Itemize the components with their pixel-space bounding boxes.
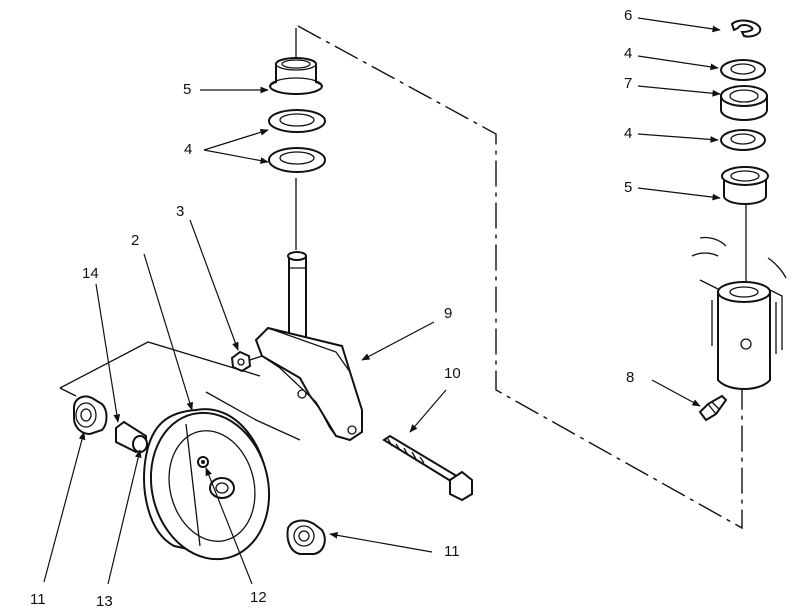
assembly-connector-line <box>297 25 743 530</box>
callout-2: 2 <box>131 232 139 249</box>
nut-link-line <box>249 355 263 361</box>
wheel-bearing-part-right <box>286 519 326 555</box>
flanged-bushing-part <box>268 57 324 95</box>
bearing-cup-part <box>720 85 768 121</box>
callout-4-right-upper: 4 <box>624 45 632 62</box>
callout-3: 3 <box>176 203 184 220</box>
callout-11-right: 11 <box>444 543 460 560</box>
caster-housing-part <box>691 236 787 390</box>
callout-14: 14 <box>82 265 99 282</box>
leader-lines <box>43 17 721 585</box>
axle-line-lower <box>205 391 301 441</box>
callout-7: 7 <box>624 75 632 92</box>
spacer-tube-part <box>115 420 148 454</box>
callout-12: 12 <box>250 589 267 606</box>
callout-5-right: 5 <box>624 179 632 196</box>
callout-8: 8 <box>626 369 634 386</box>
callout-6: 6 <box>624 7 632 24</box>
callout-13: 13 <box>96 593 113 610</box>
caster-fork-part <box>254 326 363 442</box>
caster-shaft-part <box>287 251 307 353</box>
flanged-bushing-part-right <box>721 166 769 205</box>
axle-line-upper <box>59 341 261 389</box>
snap-ring-part <box>730 19 762 38</box>
washer-part-lower <box>268 147 326 173</box>
callout-5-left: 5 <box>183 81 191 98</box>
wheel-grease-fitting-part <box>197 456 209 468</box>
callout-10: 10 <box>444 365 461 382</box>
lock-nut-part <box>230 350 252 373</box>
callout-labels: 6 4 7 4 5 8 5 4 3 2 14 9 10 11 11 13 12 <box>30 7 634 610</box>
washer-part-upper <box>268 109 326 133</box>
washer-part-right-lower <box>720 129 766 151</box>
wheel-part <box>143 408 271 561</box>
washer-part-right-upper <box>720 59 766 81</box>
callout-4-right-lower: 4 <box>624 125 632 142</box>
grease-fitting-part <box>698 394 728 422</box>
wheel-bearing-part-left <box>73 395 108 436</box>
callout-11-left: 11 <box>30 591 46 608</box>
callout-4-left: 4 <box>184 141 192 158</box>
axle-line-left <box>59 387 77 397</box>
bolt-part <box>382 434 473 502</box>
callout-9: 9 <box>444 305 452 322</box>
